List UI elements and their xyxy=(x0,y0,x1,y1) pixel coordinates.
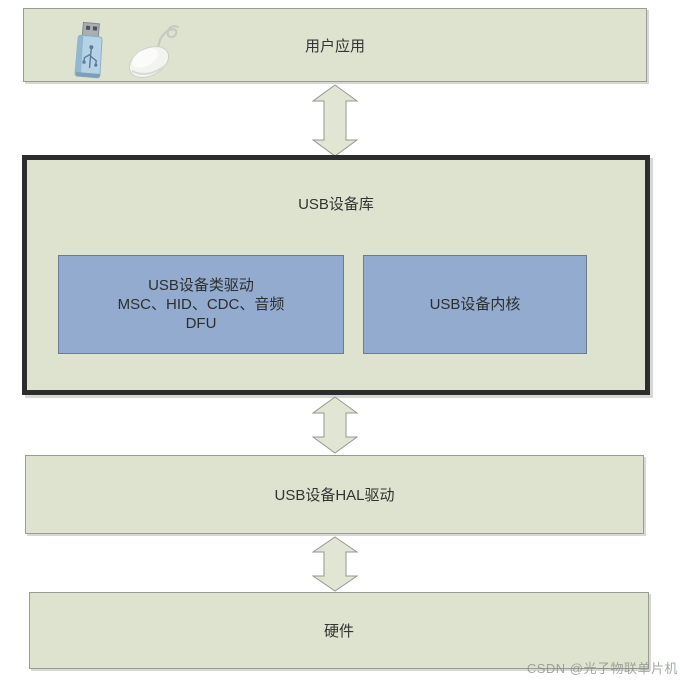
class-driver-line3: DFU xyxy=(185,315,217,332)
user-application-label: 用户应用 xyxy=(304,37,365,55)
layer-usb-device-library: USB设备库 USB设备类驱动 MSC、HID、CDC、音频 DFU USB设备… xyxy=(22,155,650,395)
usb-library-title: USB设备库 xyxy=(298,196,374,213)
layer-usb-hal-driver: USB设备HAL驱动 xyxy=(25,455,644,534)
mouse-icon xyxy=(122,19,184,82)
watermark-text: CSDN @光子物联单片机 xyxy=(526,661,678,676)
hal-driver-label: USB设备HAL驱动 xyxy=(274,487,395,504)
block-usb-device-core: USB设备内核 xyxy=(363,255,587,354)
layer-hardware: 硬件 xyxy=(29,592,649,669)
class-driver-line1: USB设备类驱动 xyxy=(148,277,254,294)
usb-core-label: USB设备内核 xyxy=(429,296,521,313)
usb-flash-drive-icon xyxy=(64,20,114,82)
double-arrow-icon xyxy=(312,536,358,592)
double-arrow-icon xyxy=(312,396,358,454)
layer-user-application: 用户应用 xyxy=(23,8,647,82)
hardware-label: 硬件 xyxy=(323,623,354,640)
double-arrow-icon xyxy=(312,84,358,157)
block-usb-class-drivers: USB设备类驱动 MSC、HID、CDC、音频 DFU xyxy=(58,255,344,354)
class-driver-line2: MSC、HID、CDC、音频 xyxy=(117,296,285,313)
